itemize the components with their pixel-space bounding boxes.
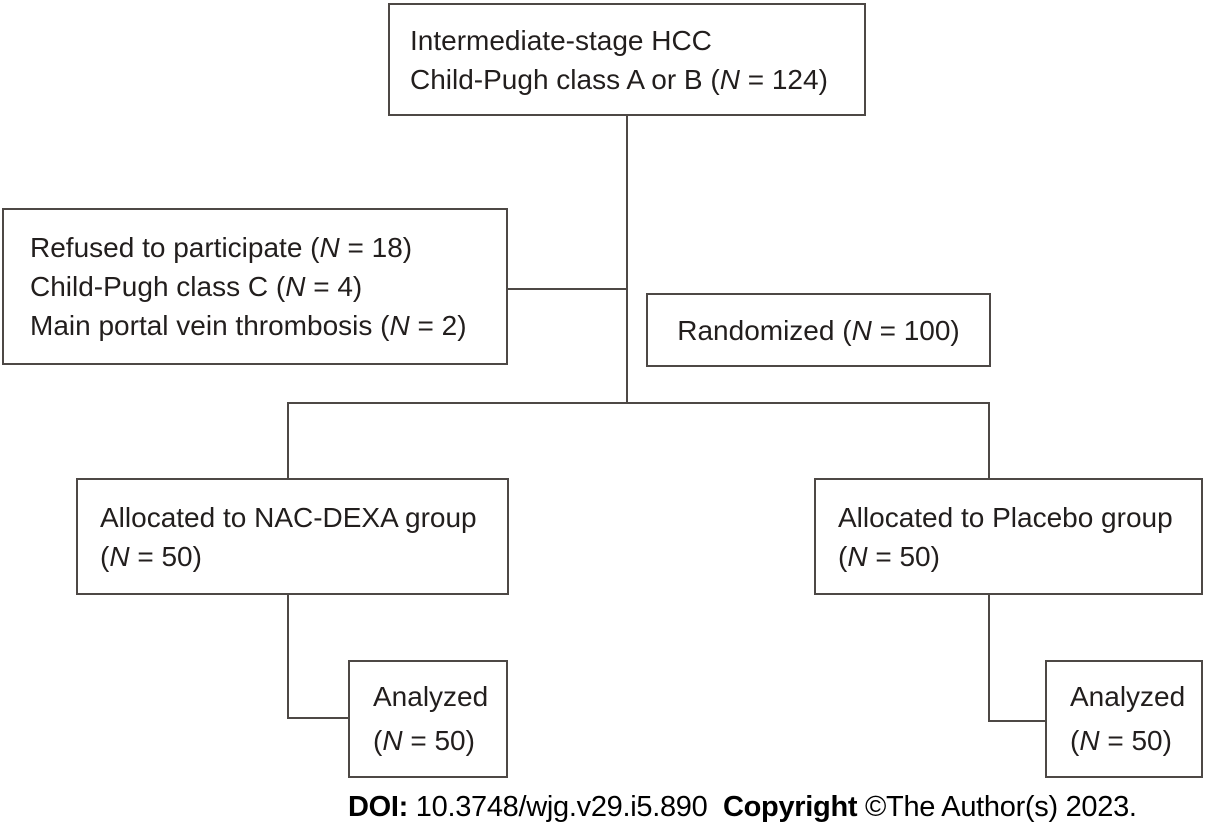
doi-label: DOI: (348, 791, 416, 823)
box-text-line: Analyzed (373, 681, 489, 712)
box-text-line: (N = 50) (838, 540, 940, 572)
copyright-label: Copyright (722, 791, 865, 823)
box-intermediate-hcc: Intermediate-stage HCC Child-Pugh class … (388, 3, 866, 116)
box-randomized: Randomized (N = 100) (646, 293, 991, 367)
connector-nacdexa-to-analyzed-vertical (287, 595, 289, 719)
connector-nacdexa-to-analyzed-horizontal (287, 717, 348, 719)
box-text-line: Allocated to NAC-DEXA group (100, 501, 477, 533)
box-text-line: Refused to participate (N = 18) (30, 232, 413, 263)
connector-top-to-branch (626, 116, 628, 402)
box-text-line: Randomized (N = 100) (677, 314, 960, 346)
italic-n: N (389, 310, 410, 341)
citation-line: DOI: 10.3748/wjg.v29.i5.890 Copyright ©T… (348, 790, 1137, 824)
box-allocated-placebo: Allocated to Placebo group (N = 50) (814, 478, 1203, 595)
box-text-line: Child-Pugh class C (N = 4) (30, 271, 363, 302)
box-text-line: Allocated to Placebo group (838, 501, 1173, 533)
italic-n: N (109, 540, 130, 572)
connector-placebo-to-analyzed-vertical (988, 595, 990, 722)
box-allocated-nacdexa: Allocated to NAC-DEXA group (N = 50) (76, 478, 509, 595)
doi-value: 10.3748/wjg.v29.i5.890 (415, 791, 723, 823)
box-text-line: (N = 50) (100, 540, 202, 572)
connector-branch (287, 402, 990, 404)
box-text-line: Main portal vein thrombosis (N = 2) (30, 310, 467, 341)
box-text-line: Intermediate-stage HCC (410, 24, 712, 56)
box-analyzed-nacdexa: Analyzed (N = 50) (348, 660, 508, 778)
italic-n: N (285, 271, 306, 302)
box-text-line: Child-Pugh class A or B (N = 124) (410, 63, 828, 95)
box-analyzed-placebo: Analyzed (N = 50) (1045, 660, 1203, 778)
connector-branch-to-placebo (988, 402, 990, 478)
connector-exclusion (508, 288, 628, 290)
connector-branch-to-nacdexa (287, 402, 289, 478)
box-text-line: Analyzed (1070, 681, 1186, 712)
box-text-line: (N = 50) (1070, 725, 1172, 756)
italic-n: N (319, 232, 340, 263)
copyright-value: ©The Author(s) 2023. (864, 791, 1137, 823)
italic-n: N (847, 540, 868, 572)
connector-placebo-to-analyzed-horizontal (988, 720, 1045, 722)
italic-n: N (382, 725, 403, 756)
italic-n: N (1079, 725, 1100, 756)
box-text-line: (N = 50) (373, 725, 475, 756)
box-exclusions: Refused to participate (N = 18) Child-Pu… (2, 208, 508, 365)
italic-n: N (851, 314, 872, 346)
italic-n: N (719, 63, 740, 95)
